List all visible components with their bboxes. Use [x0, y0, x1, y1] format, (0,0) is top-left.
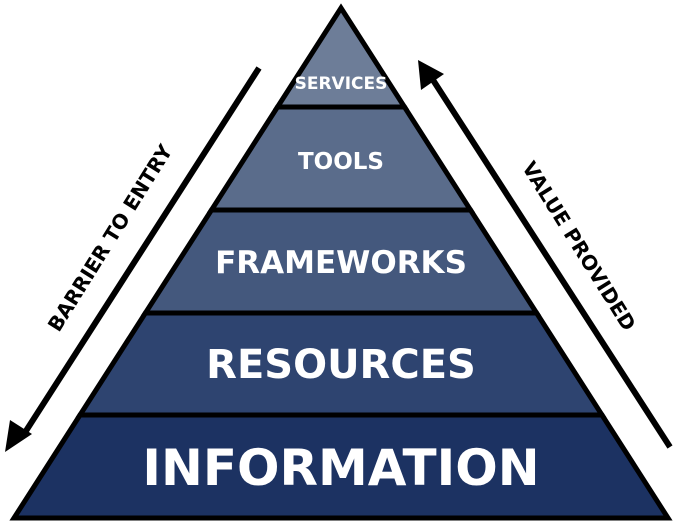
barrier-to-entry-arrow	[5, 66, 262, 452]
value-provided-arrow	[418, 60, 673, 449]
left-arrow-shaft	[21, 66, 262, 436]
tier-label-tools: TOOLS	[298, 149, 384, 175]
right-arrow-shaft	[430, 78, 673, 449]
tier-label-information: INFORMATION	[142, 439, 539, 497]
tier-labels: SERVICES TOOLS FRAMEWORKS RESOURCES INFO…	[142, 74, 539, 497]
tier-label-frameworks: FRAMEWORKS	[215, 245, 467, 281]
tier-label-services: SERVICES	[295, 74, 388, 94]
tier-information	[9, 412, 673, 521]
tier-label-resources: RESOURCES	[206, 342, 476, 388]
left-arrow-head	[5, 420, 32, 452]
pyramid	[9, 3, 673, 521]
right-arrow-head	[418, 60, 444, 90]
